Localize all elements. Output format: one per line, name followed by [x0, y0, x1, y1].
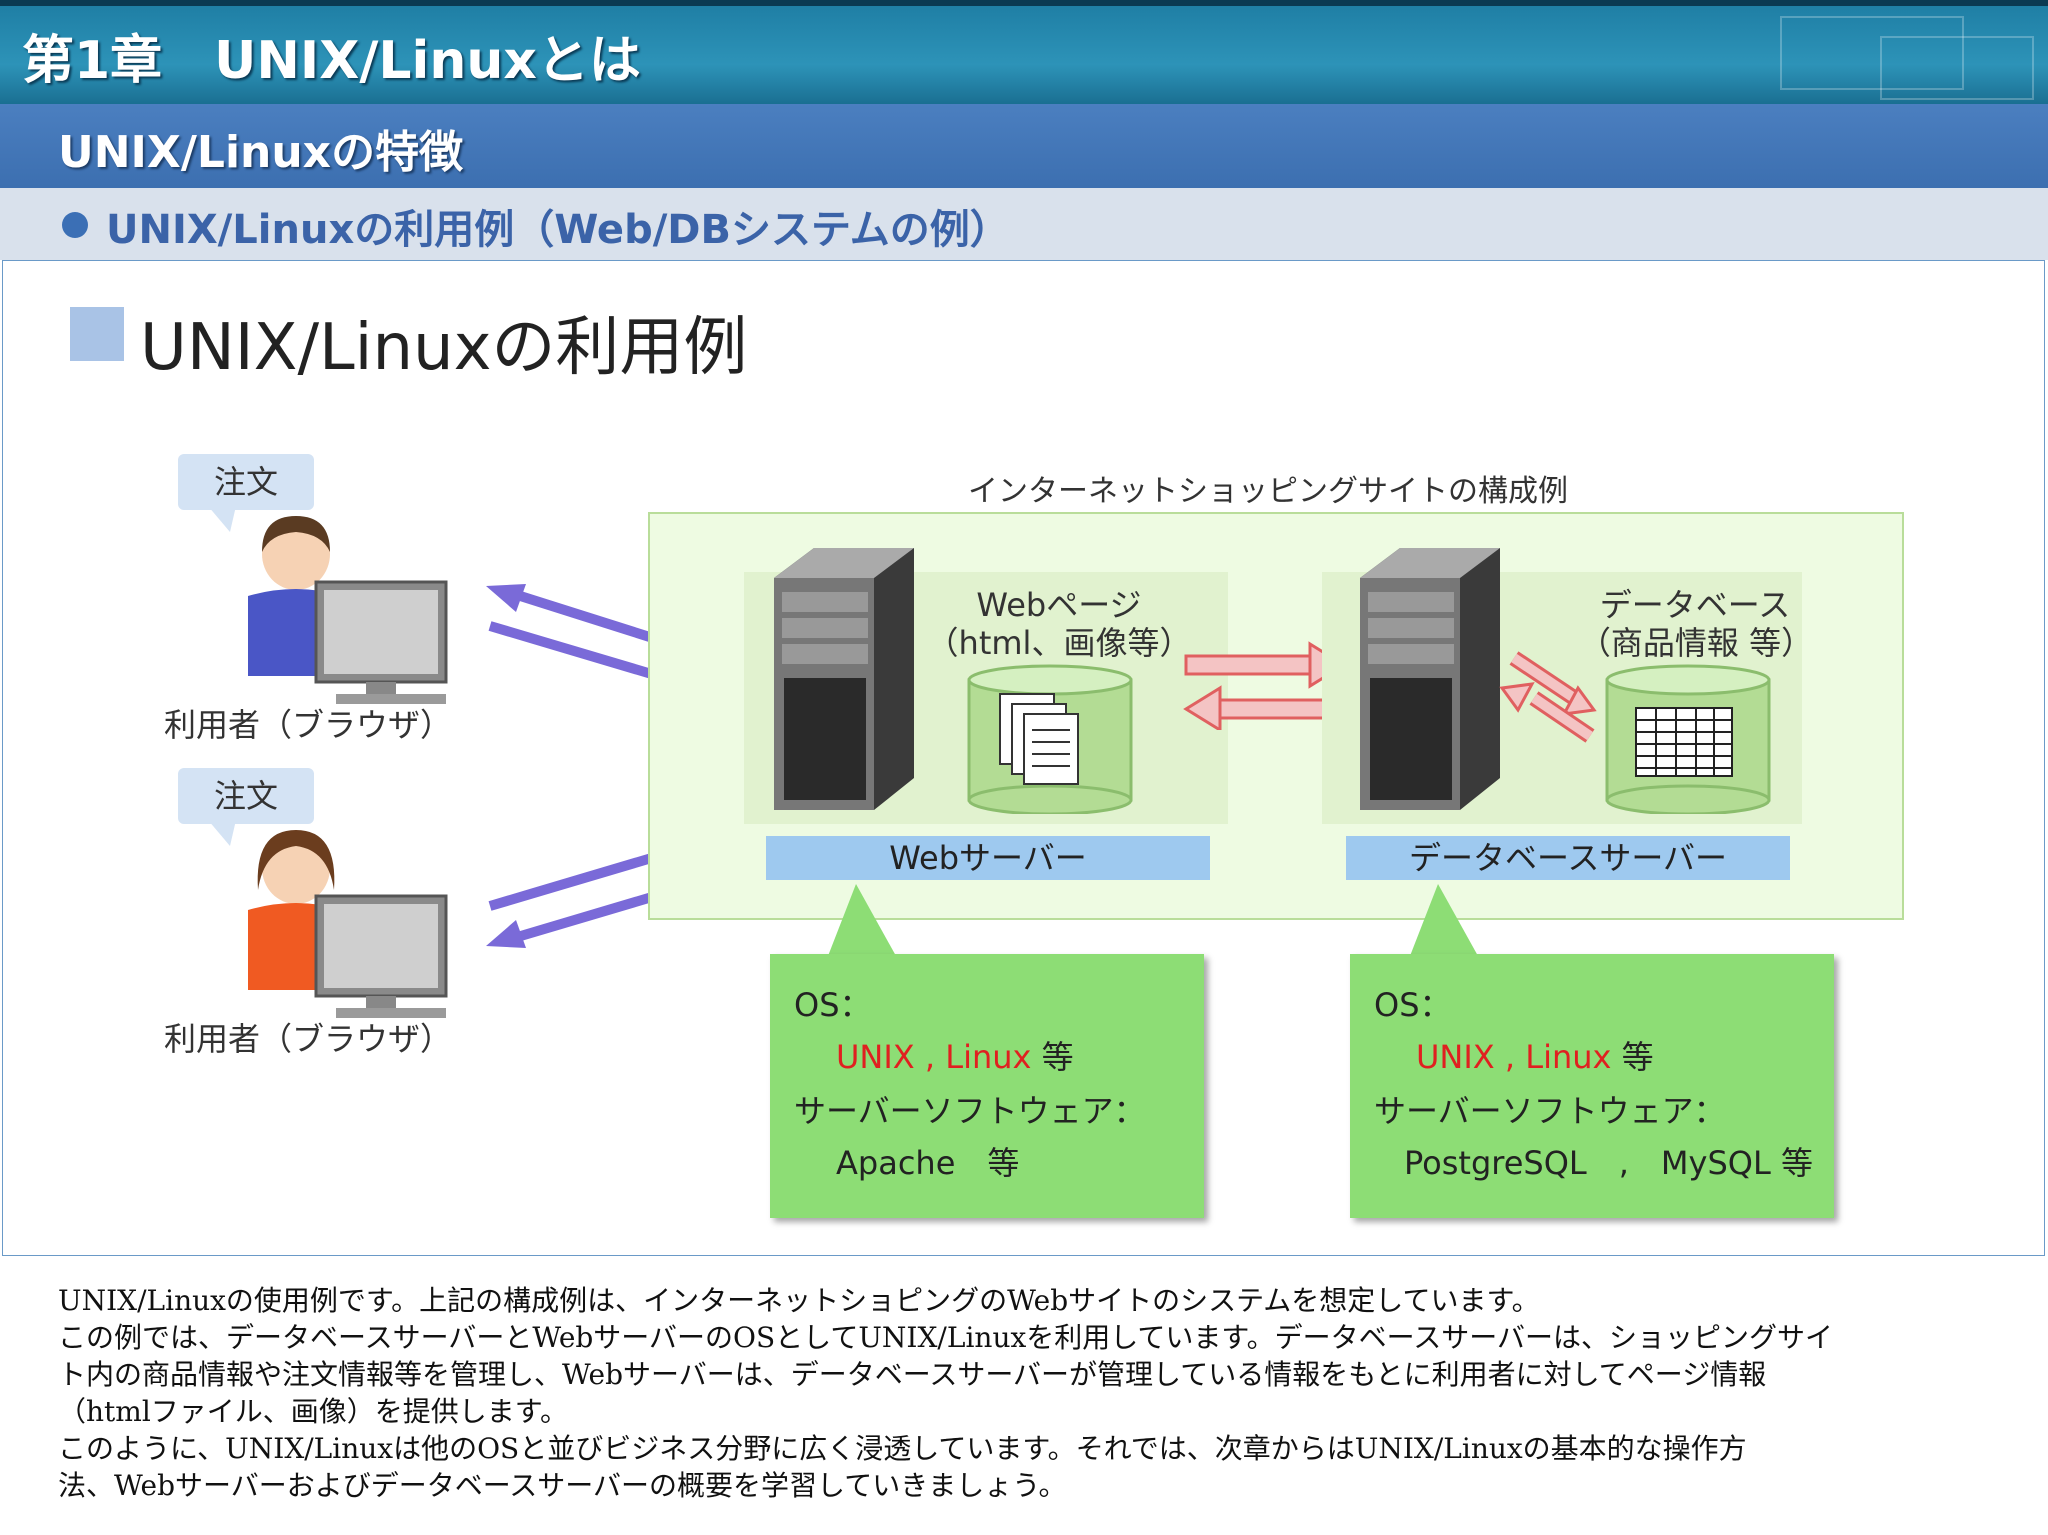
bubble-tail-icon — [208, 820, 236, 846]
web-content-sub: （html、画像等） — [926, 624, 1192, 662]
os-unix: UNIX — [836, 1038, 915, 1076]
slide-heading: UNIX/Linuxの利用例 — [140, 311, 748, 385]
user-computer-icon — [248, 830, 448, 1018]
callout-tail-icon — [828, 884, 896, 956]
web-pages-cylinder-icon — [967, 664, 1133, 814]
database-table-cylinder-icon — [1605, 664, 1771, 814]
os-label: OS： — [794, 986, 872, 1024]
notes-line: この例では、データベースサーバーとWebサーバーのOSとしてUNIX/Linux… — [58, 1321, 1833, 1354]
os-value: UNIX , Linux 等 — [1416, 1032, 1654, 1078]
section-bar — [0, 104, 2048, 188]
web-content-title: Webページ — [976, 586, 1142, 624]
os-value: UNIX , Linux 等 — [836, 1032, 1074, 1078]
os-separator: , — [1494, 1038, 1526, 1076]
os-linux: Linux — [945, 1038, 1032, 1076]
notes-line: ト内の商品情報や注文情報等を管理し、Webサーバーは、データベースサーバーが管理… — [58, 1358, 1767, 1391]
web-server-label: Webサーバー — [766, 836, 1210, 880]
server-tower-icon — [1360, 548, 1500, 810]
db-server-callout — [1350, 954, 1834, 1218]
order-bubble: 注文 — [178, 454, 314, 510]
bubble-tail-icon — [208, 506, 236, 532]
chapter-bar — [0, 0, 2048, 104]
site-caption: インターネットショッピングサイトの構成例 — [968, 474, 1568, 509]
callout-tail-icon — [1410, 884, 1478, 956]
software-label: サーバーソフトウェア： — [794, 1092, 1146, 1130]
notes-text: UNIX/Linuxの使用例です。上記の構成例は、インターネットショピングのWe… — [58, 1282, 2018, 1504]
os-suffix: 等 — [1031, 1038, 1074, 1076]
web-server-callout — [770, 954, 1204, 1218]
os-label: OS： — [1374, 986, 1452, 1024]
heading-square-icon — [70, 307, 124, 361]
os-separator: , — [914, 1038, 946, 1076]
os-suffix: 等 — [1611, 1038, 1654, 1076]
os-linux: Linux — [1525, 1038, 1612, 1076]
notes-line: UNIX/Linuxの使用例です。上記の構成例は、インターネットショピングのWe… — [58, 1284, 1540, 1317]
software-label: サーバーソフトウェア： — [1374, 1092, 1726, 1130]
user-computer-icon — [248, 516, 448, 704]
data-exchange-arrows-icon — [1183, 641, 1347, 730]
chapter-title: 第1章 UNIX/Linuxとは — [22, 31, 641, 91]
topic-title: UNIX/Linuxの利用例（Web/DBシステムの例） — [106, 207, 1010, 253]
notes-line: （htmlファイル、画像）を提供します。 — [58, 1395, 568, 1428]
software-value: Apache 等 — [836, 1144, 1020, 1182]
db-sync-arrows-icon — [1499, 651, 1597, 743]
user-label: 利用者（ブラウザ） — [164, 706, 453, 744]
user-label: 利用者（ブラウザ） — [164, 1020, 453, 1058]
decor-frame — [1780, 16, 1964, 90]
section-title: UNIX/Linuxの特徴 — [58, 127, 464, 178]
order-bubble: 注文 — [178, 768, 314, 824]
server-tower-icon — [774, 548, 914, 810]
notes-line: 法、Webサーバーおよびデータベースサーバーの概要を学習していきましょう。 — [58, 1469, 1067, 1502]
db-content-title: データベース — [1599, 586, 1791, 624]
os-unix: UNIX — [1416, 1038, 1495, 1076]
decor-frame — [1880, 36, 2034, 100]
notes-line: このように、UNIX/Linuxは他のOSと並びビジネス分野に広く浸透しています… — [58, 1432, 1747, 1465]
db-content-sub: （商品情報 等） — [1578, 624, 1814, 662]
bullet-dot-icon — [62, 212, 88, 238]
software-value: PostgreSQL , MySQL 等 — [1404, 1144, 1813, 1182]
db-server-label: データベースサーバー — [1346, 836, 1790, 880]
topic-bar — [0, 188, 2048, 260]
